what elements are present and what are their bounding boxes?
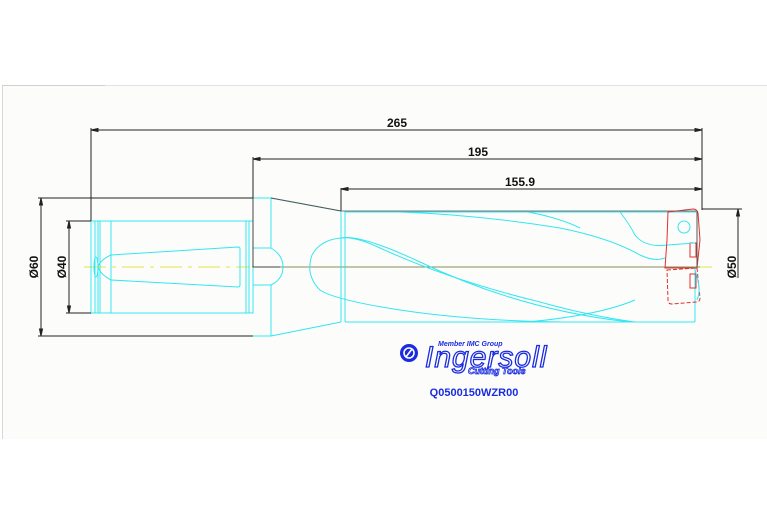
insert-details: [667, 220, 700, 301]
dimension-lines: [38, 127, 742, 337]
dim-shank-diameter: Ø40: [55, 255, 69, 278]
collar: [253, 197, 346, 337]
dim-drill-diameter: Ø50: [725, 255, 739, 278]
drill-body: [309, 211, 697, 323]
drawing-panel: [2, 85, 767, 439]
screw-hole-icon: [677, 220, 691, 234]
panel-border: [2, 85, 105, 86]
logo-subtitle: Cutting Tools: [468, 366, 526, 376]
dimension-labels: 265 195 155.9 Ø60 Ø40 Ø50: [27, 116, 739, 278]
logo-member-text: Member IMC Group: [438, 341, 503, 348]
shank: [90, 220, 254, 314]
cutting-inserts: [664, 208, 701, 305]
insert-bottom: [666, 267, 701, 305]
insert-top: [664, 208, 701, 269]
dim-outer-diameter: Ø60: [27, 255, 41, 278]
ingersoll-logo: Member IMC Group Ingersoll Cutting Tools: [400, 340, 548, 376]
dim-flute-length: 155.9: [505, 175, 535, 189]
logo-brand-text: Ingersoll: [425, 341, 548, 374]
part-number: Q0500150WZR00: [430, 387, 519, 399]
dim-overall-length: 265: [387, 116, 407, 130]
dim-body-length: 195: [468, 145, 488, 159]
